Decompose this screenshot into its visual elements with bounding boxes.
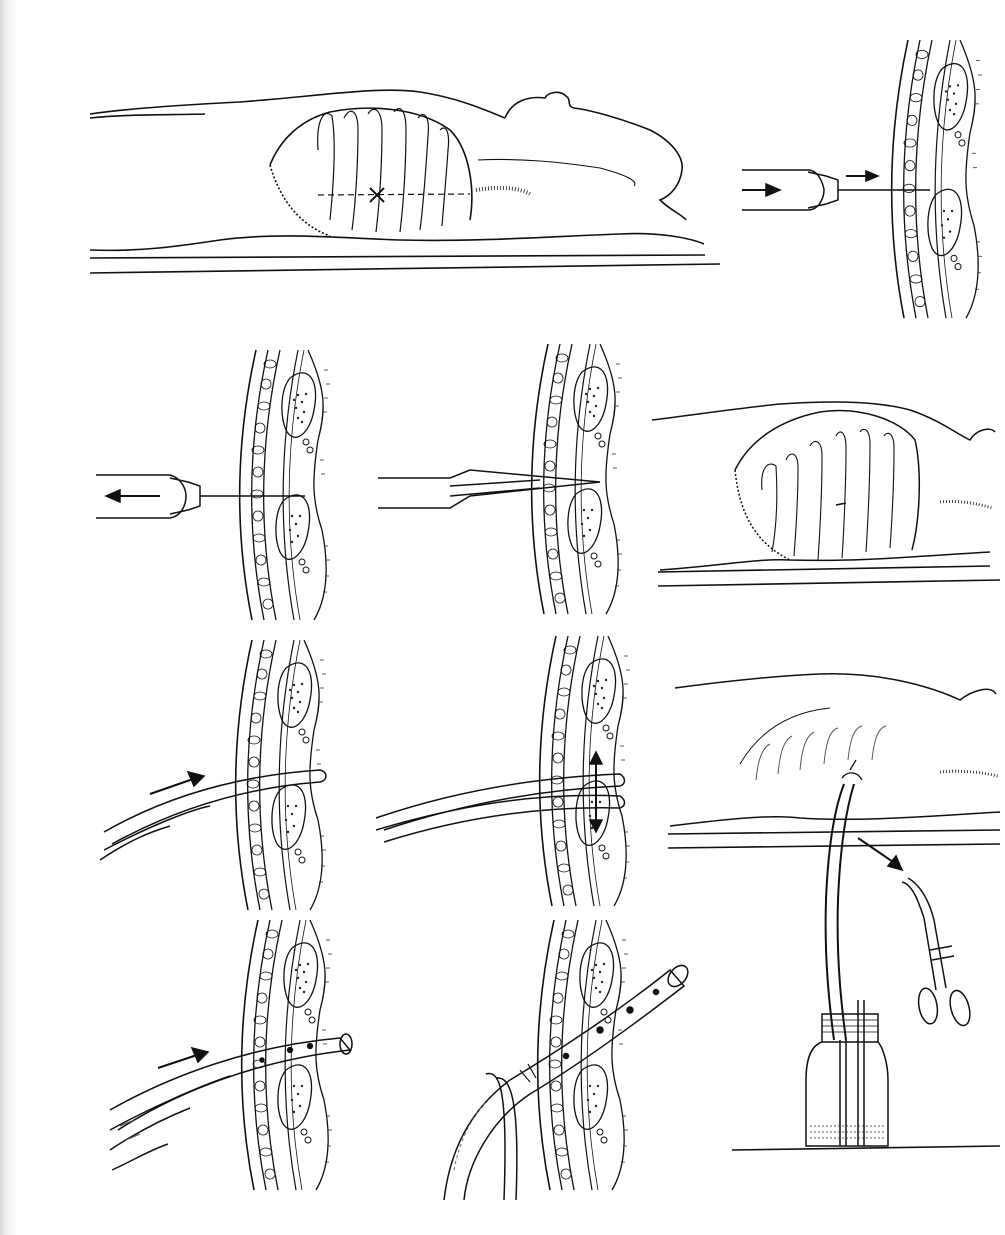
panel-b-drawing [742,40,982,318]
panel-d-drawing [378,344,622,614]
panel-e-drawing [652,402,1000,586]
panel-c-drawing [96,350,330,620]
panel-a-drawing [90,90,720,273]
panel-g-drawing [376,636,630,906]
panel-h-drawing [110,920,352,1190]
panel-j-drawing [668,674,1000,1150]
panel-i-drawing [444,920,692,1200]
panel-f-drawing [100,640,326,910]
